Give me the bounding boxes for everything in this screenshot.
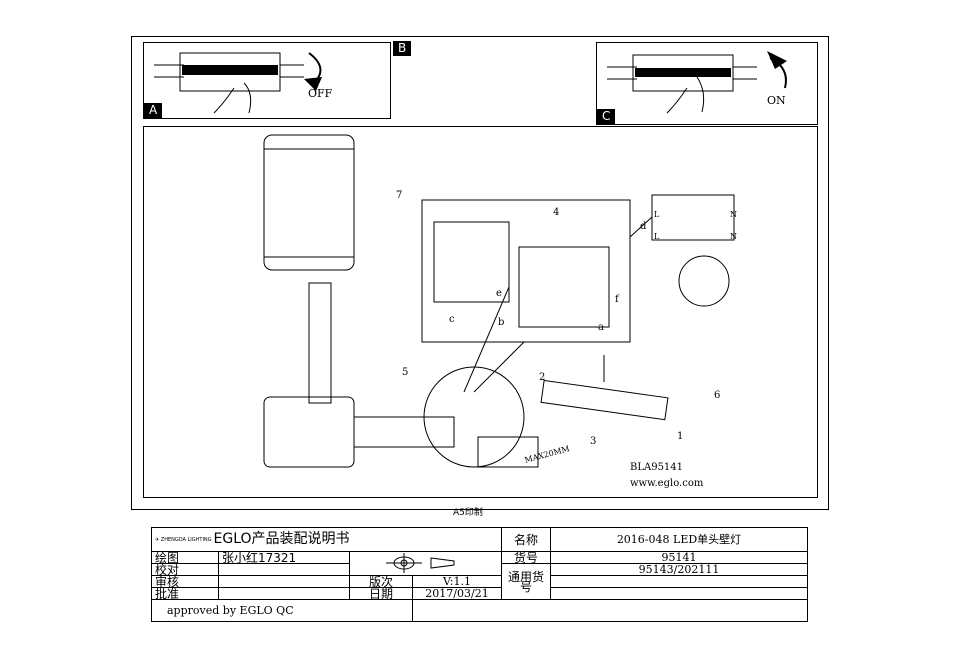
panel-a-tag: A bbox=[144, 103, 163, 118]
step-2-label: 2 bbox=[539, 372, 546, 383]
wire-l-bottom: L bbox=[654, 232, 660, 241]
step-7-label: 7 bbox=[396, 190, 403, 201]
approve-label: 批准 bbox=[151, 587, 219, 600]
approved-note: approved by EGLO QC bbox=[151, 599, 413, 622]
common-item-empty-2 bbox=[550, 587, 808, 600]
checked-label: 校对 bbox=[151, 563, 219, 576]
drawn-value: 张小红17321 bbox=[218, 551, 350, 564]
step-5-label: 5 bbox=[402, 367, 409, 378]
step-4-label: 4 bbox=[553, 207, 560, 218]
name-value: 2016-048 LED单头壁灯 bbox=[550, 527, 808, 552]
common-item-value: 95143/202111 bbox=[550, 563, 808, 576]
wire-l-top: L bbox=[654, 210, 660, 219]
title-block: ✈ ZHENGDA LIGHTING EGLO产品装配说明书 名称 2016-0… bbox=[151, 527, 808, 622]
on-label: ON bbox=[767, 94, 786, 107]
page-frame bbox=[131, 36, 829, 510]
approve-value bbox=[218, 587, 350, 600]
assembly-illustration bbox=[263, 134, 735, 468]
main-panel: 7 4 d e c b f a L N L N 5 2 6 3 1 MAX20M… bbox=[143, 126, 818, 498]
label-f: f bbox=[615, 294, 619, 305]
checked-value bbox=[218, 563, 350, 576]
item-label: 货号 bbox=[501, 551, 551, 564]
label-e: e bbox=[496, 288, 502, 299]
title-cell: ✈ ZHENGDA LIGHTING EGLO产品装配说明书 bbox=[151, 527, 502, 552]
panel-c-tag: C bbox=[597, 109, 616, 124]
common-item-empty-1 bbox=[550, 575, 808, 588]
item-value: 95141 bbox=[550, 551, 808, 564]
wire-n-top: N bbox=[730, 210, 737, 219]
version-value: V:1.1 bbox=[412, 575, 502, 588]
step-6-label: 6 bbox=[714, 390, 721, 401]
label-c: c bbox=[449, 314, 455, 325]
step-3-label: 3 bbox=[590, 436, 597, 447]
step-1-label: 1 bbox=[677, 431, 684, 442]
review-label: 审核 bbox=[151, 575, 219, 588]
projection-symbol bbox=[349, 551, 502, 576]
breaker-off-illustration bbox=[154, 52, 322, 114]
label-b: b bbox=[498, 317, 505, 328]
website: www.eglo.com bbox=[630, 478, 704, 489]
print-note: A5印制 bbox=[453, 508, 483, 518]
date-value: 2017/03/21 bbox=[412, 587, 502, 600]
label-a: a bbox=[598, 322, 604, 333]
off-label: OFF bbox=[308, 87, 333, 100]
zhengda-logo: ✈ ZHENGDA LIGHTING bbox=[155, 537, 212, 543]
common-item-label: 通用货号 bbox=[501, 563, 551, 600]
version-label: 版次 bbox=[349, 575, 413, 588]
document-title: EGLO产品装配说明书 bbox=[213, 531, 350, 547]
panel-a: OFF A bbox=[143, 42, 391, 119]
wire-n-bottom: N bbox=[730, 232, 737, 241]
drawn-label: 绘图 bbox=[151, 551, 219, 564]
review-value bbox=[218, 575, 350, 588]
model-number: BLA95141 bbox=[630, 462, 684, 473]
date-label: 日期 bbox=[349, 587, 413, 600]
approved-blank bbox=[412, 599, 808, 622]
name-label: 名称 bbox=[501, 527, 551, 552]
breaker-on-illustration bbox=[607, 51, 787, 114]
panel-c: ON C bbox=[596, 42, 818, 125]
panel-b-tag: B bbox=[393, 41, 412, 56]
label-d: d bbox=[640, 221, 647, 232]
